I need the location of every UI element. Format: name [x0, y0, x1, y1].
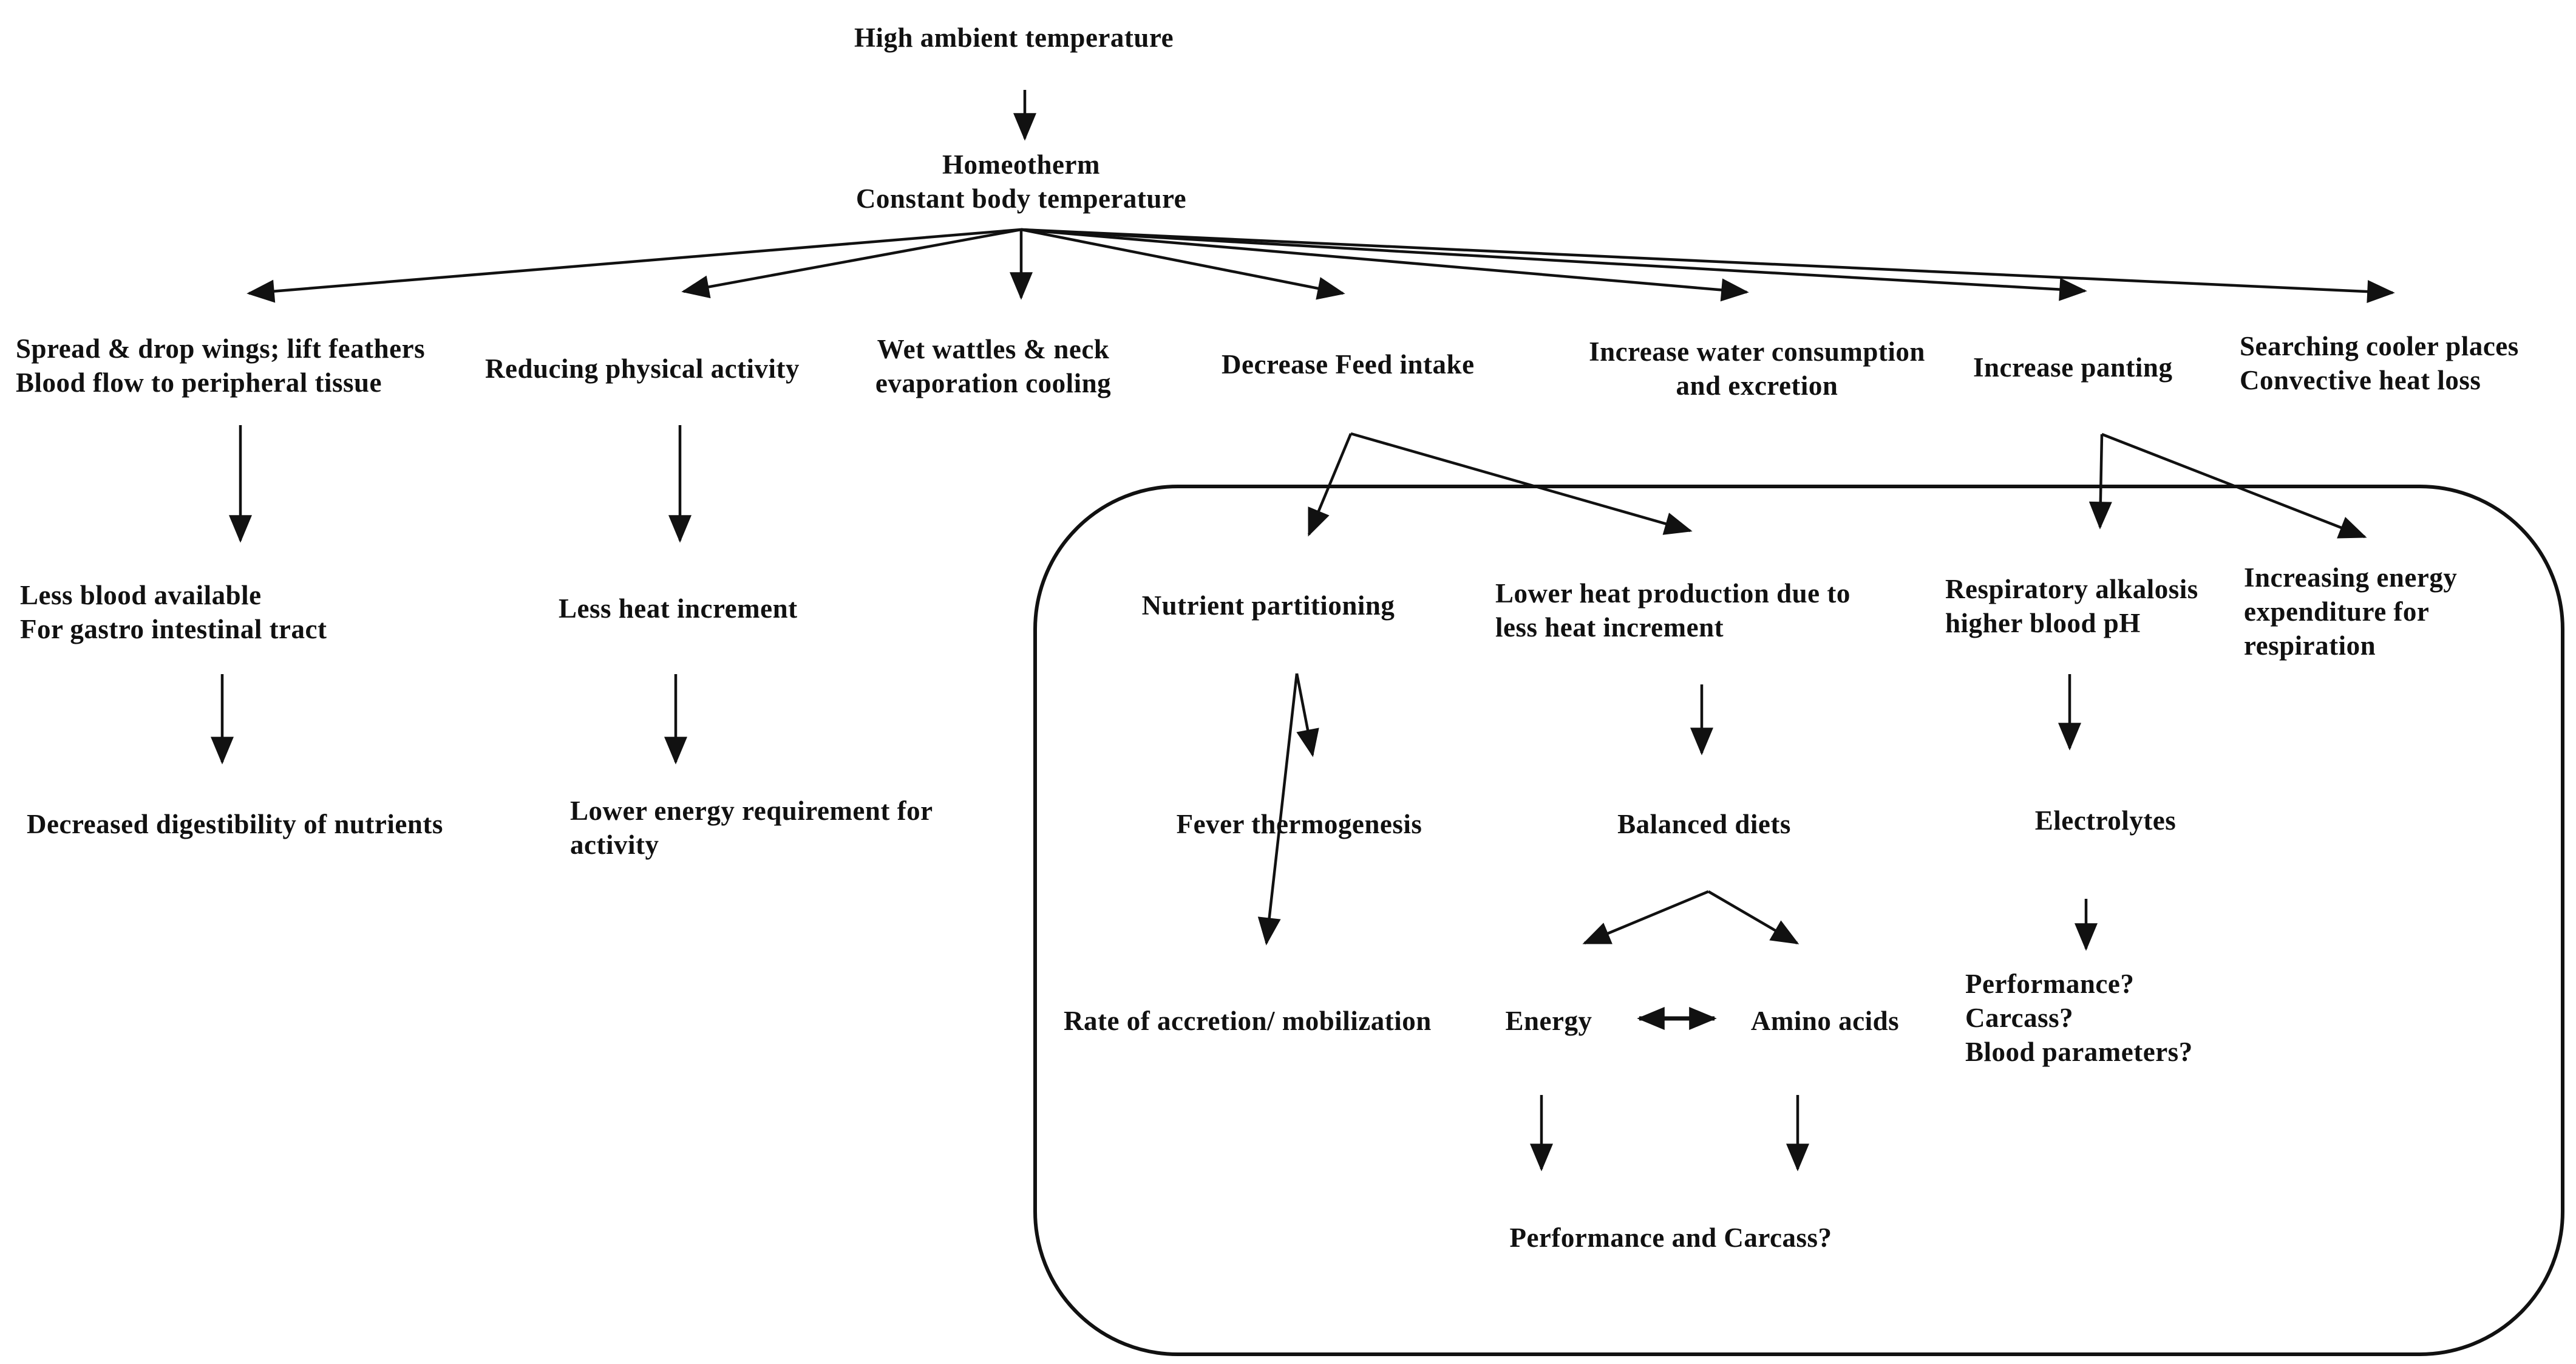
node-spread-drop-wings: Spread & drop wings; lift feathers Blood… — [16, 333, 426, 398]
node-electrolytes: Electrolytes — [2034, 805, 2177, 836]
arrow-panting-to-respalk — [2088, 434, 2112, 530]
node-fever-thermogenesis: Fever thermogenesis — [1176, 809, 1422, 839]
arrow-nutrient-to-fever — [1295, 673, 1319, 757]
node-performance-and-carcass: Performance and Carcass? — [1509, 1222, 1832, 1253]
node-wet-wattles: Wet wattles & neck evaporation cooling — [875, 334, 1112, 398]
arrow-fan-spread-wings — [246, 228, 1022, 303]
node-less-heat-increment: Less heat increment — [559, 593, 798, 624]
arrow-fan-decrease-feed — [1021, 228, 1345, 300]
node-rate-of-accretion: Rate of accretion/ mobilization — [1064, 1006, 1432, 1036]
results-box-outline — [1033, 485, 2564, 1356]
arrow-nutrient-to-rate — [1257, 673, 1299, 946]
node-increasing-energy-expenditure: Increasing energy expenditure for respir… — [2244, 562, 2458, 661]
arrow-feed-to-lowerheat — [1350, 432, 1693, 535]
node-amino-acids: Amino acids — [1750, 1006, 1900, 1036]
node-decreased-digestibility: Decreased digestibility of nutrients — [27, 809, 443, 839]
node-searching-cooler-places: Searching cooler places Convective heat … — [2240, 331, 2519, 395]
arrow-balanced-to-energy — [1582, 890, 1709, 945]
node-decrease-feed-intake: Decrease Feed intake — [1222, 349, 1475, 380]
arrow-balanced-to-amino — [1707, 890, 1799, 944]
node-lower-heat-production: Lower heat production due to less heat i… — [1495, 578, 1850, 643]
node-outcome-questions: Performance? Carcass? Blood parameters? — [1965, 969, 2193, 1067]
node-increase-panting: Increase panting — [1973, 352, 2173, 383]
node-increase-water-consumption: Increase water consumption and excretion — [1589, 336, 1925, 401]
node-balanced-diets: Balanced diets — [1617, 809, 1791, 839]
arrow-panting-to-energyexp — [2101, 432, 2367, 539]
arrow-fan-reducing-activity — [681, 228, 1022, 299]
arrow-feed-to-nutrient — [1307, 433, 1353, 537]
node-less-blood-available: Less blood available For gastro intestin… — [20, 580, 327, 644]
node-respiratory-alkalosis: Respiratory alkalosis higher blood pH — [1945, 574, 2198, 638]
node-reducing-physical-activity: Reducing physical activity — [485, 353, 800, 384]
arrow-fan-increase-water — [1021, 228, 1749, 302]
arrow-fan-searching-cooler — [1021, 228, 2395, 304]
node-high-ambient-temperature: High ambient temperature — [854, 22, 1174, 53]
arrow-fan-increase-panting — [1021, 228, 2087, 301]
node-lower-energy-requirement: Lower energy requirement for activity — [570, 796, 933, 860]
node-energy: Energy — [1505, 1006, 1592, 1036]
node-nutrient-partitioning: Nutrient partitioning — [1141, 590, 1395, 621]
node-homeotherm: Homeotherm Constant body temperature — [855, 149, 1187, 214]
